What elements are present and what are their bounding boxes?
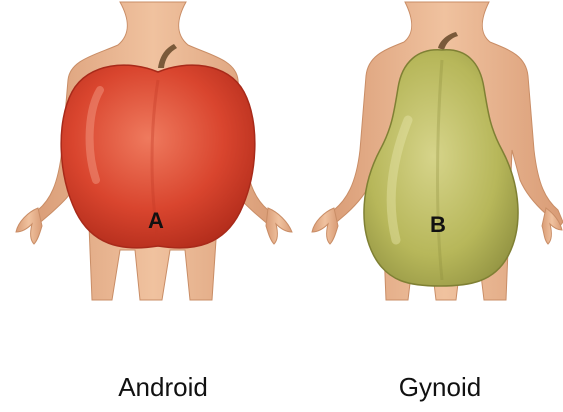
gynoid-caption: Gynoid <box>340 372 540 403</box>
gynoid-figure <box>312 2 563 300</box>
gynoid-marker: B <box>430 212 446 238</box>
android-marker: A <box>148 208 164 234</box>
android-figure <box>16 2 292 300</box>
android-caption: Android <box>63 372 263 403</box>
